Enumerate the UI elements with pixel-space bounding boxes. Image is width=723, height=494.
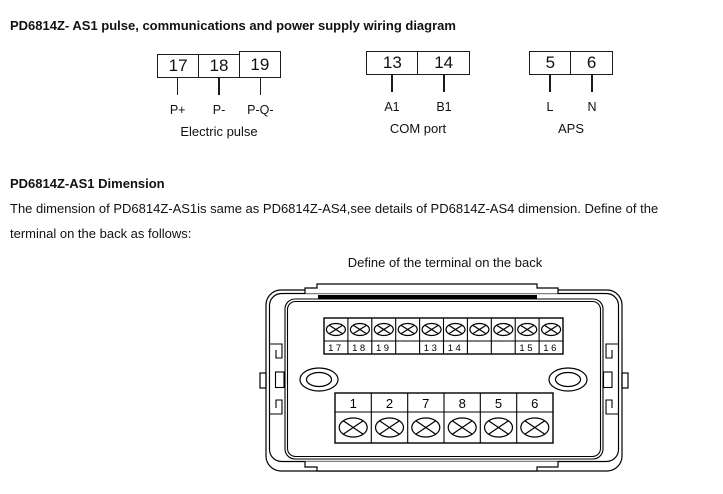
terminal-number-label: 16 [543,343,559,354]
clip-right-bottom [605,399,619,415]
terminal-number-label: 6 [531,396,538,411]
terminal-number-label: 14 [448,343,464,354]
clip-left-top [269,343,283,359]
wire-stems [529,75,613,92]
terminal-box-14: 14 [417,51,471,75]
top-seal-bar [318,295,537,300]
wire-stem [591,75,593,92]
mounting-hole-left [299,367,339,392]
clip-right-top [605,343,619,359]
terminal-number: 14 [434,53,454,72]
terminal-number: 19 [250,54,270,74]
wire-stem [218,78,220,95]
terminal-number: 13 [382,53,402,72]
terminal-label-l: L [546,100,554,114]
right-side-latch [621,372,629,389]
dimension-paragraph-line2: terminal on the back as follows: [10,226,192,241]
back-view-caption: Define of the terminal on the back [347,255,543,270]
terminal-number-label: 5 [495,396,502,411]
back-top-terminal-strip: 17 18 19 13 14 15 16 [323,317,564,355]
clip-left-middle [274,371,285,389]
terminal-number-label: 19 [376,343,392,354]
top-mount-tab [304,283,559,294]
block-caption-com-port: COM port [389,121,447,136]
terminal-number: 18 [209,56,229,75]
terminal-box-13: 13 [366,51,419,75]
bottom-mount-tab [304,461,559,472]
terminal-label-b1: B1 [436,100,452,114]
cell-dividers [347,318,540,354]
terminal-box-6: 6 [570,51,614,75]
terminal-number: 17 [168,56,188,75]
terminal-number-label: 7 [422,396,429,411]
dimension-heading: PD6814Z-AS1 Dimension [10,176,165,191]
wire-stem [443,75,445,92]
terminal-box-17: 17 [157,54,200,78]
wiring-block-aps: 5 6 L N APS [529,51,614,136]
block-caption-electric-pulse: Electric pulse [180,124,258,139]
wire-stem [391,75,393,92]
clip-right-middle [602,371,613,389]
terminal-label-row: A1 B1 [366,100,470,114]
top-strip-labels: 17 18 19 13 14 15 16 [328,343,559,354]
terminal-label-p-plus: P+ [169,103,186,117]
wiring-diagram-title: PD6814Z- AS1 pulse, communications and p… [10,18,456,33]
terminal-number: 6 [586,53,597,72]
side-clips [269,343,619,415]
left-side-latch [259,372,267,389]
back-bottom-terminal-strip: 1 2 7 8 5 6 [334,392,554,444]
clip-left-bottom [269,399,283,415]
terminal-number: 5 [545,53,556,72]
wiring-block-com-port: 13 14 A1 B1 COM port [366,51,471,136]
terminal-number-label: 18 [352,343,368,354]
terminal-number-label: 17 [328,343,344,354]
terminal-box-19: 19 [238,51,282,78]
mounting-holes [299,367,588,392]
wire-stem [549,75,551,92]
terminal-number-label: 2 [386,396,393,411]
terminal-box-row: 5 6 [529,51,614,75]
terminal-label-row: P+ P- P-Q- [157,103,281,117]
case-outline [259,289,629,472]
wire-stems [366,75,470,92]
terminal-box-18: 18 [197,54,241,78]
mounting-hole-right [548,367,588,392]
wiring-block-electric-pulse: 17 18 19 P+ P- P-Q- Electric pulse [157,51,282,139]
block-caption-aps: APS [557,121,584,136]
terminal-label-row: L N [529,100,613,114]
terminal-number-label: 1 [350,396,357,411]
terminal-label-a1: A1 [384,100,400,114]
terminal-box-5: 5 [529,51,572,75]
terminal-label-n: N [587,100,597,114]
terminal-box-row: 17 18 19 [157,51,282,78]
terminal-label-p-q-minus: P-Q- [247,103,274,117]
terminal-number-label: 15 [519,343,535,354]
terminal-number-label: 13 [424,343,440,354]
dimension-paragraph-line1: The dimension of PD6814Z-AS1is same as P… [10,201,659,216]
terminal-number-label: 8 [459,396,466,411]
wire-stem [176,78,179,95]
wire-stems [157,78,281,95]
cell-dividers [370,393,518,443]
wire-stem [259,78,262,95]
bottom-strip-labels: 1 2 7 8 5 6 [350,396,539,411]
back-terminal-diagram: 17 18 19 13 14 15 16 [259,283,629,472]
terminal-label-p-minus: P- [212,103,226,117]
terminal-box-row: 13 14 [366,51,471,75]
